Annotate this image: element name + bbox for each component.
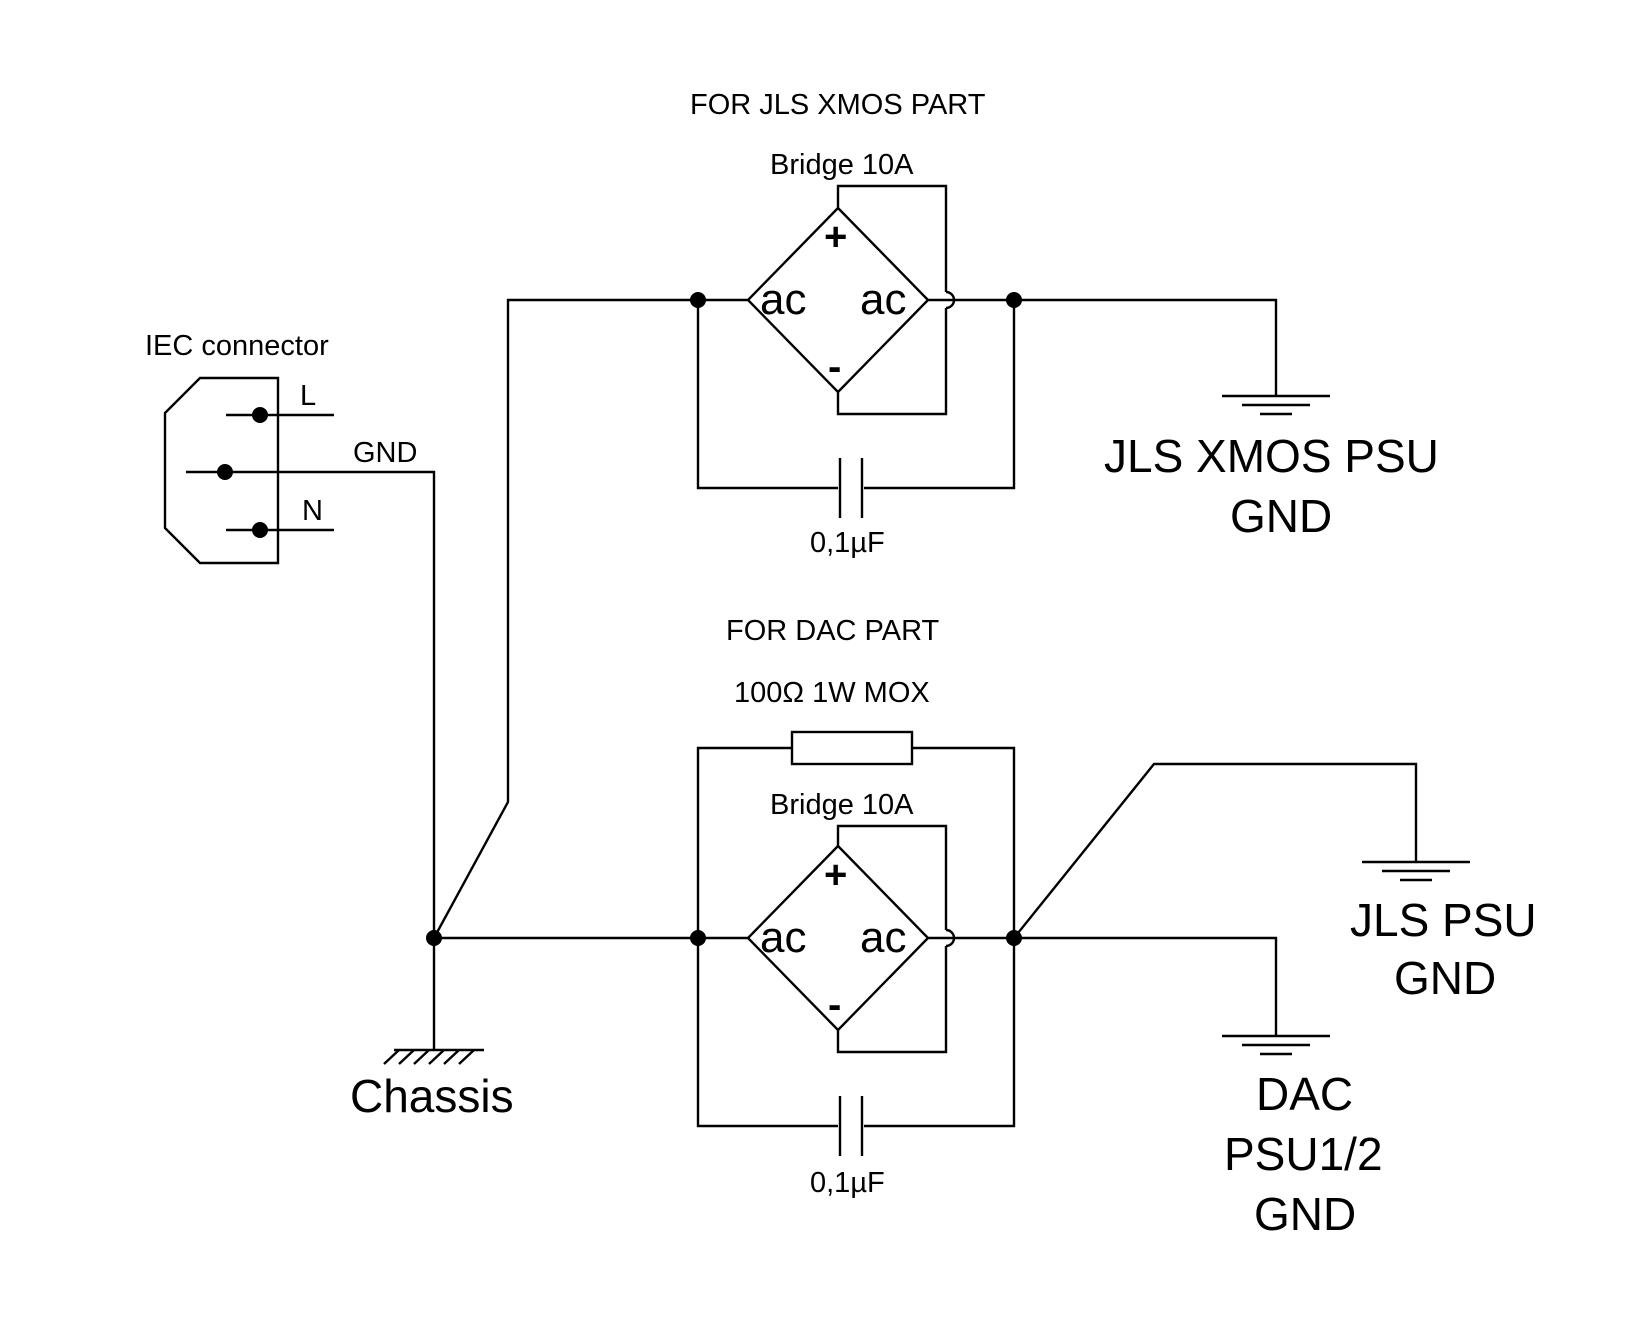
bridge-label-top: Bridge 10A — [770, 149, 914, 181]
bridge-bottom-plus: + — [824, 853, 847, 897]
chassis-node: Chassis — [350, 298, 698, 1122]
bridge-top-short-loop-lower — [836, 308, 948, 416]
bridge-bottom-ac-left: ac — [760, 913, 806, 962]
bridge-bottom-short-loop — [836, 824, 948, 930]
bridge-bottom-short-loop-lower — [836, 946, 948, 1054]
ground-symbol-jls — [1362, 860, 1470, 882]
iec-connector-title: IEC connector — [145, 330, 329, 362]
bridge-bottom-ac-right: ac — [860, 913, 906, 962]
jls-gnd-label-line2: GND — [1394, 952, 1496, 1004]
wire-to-jls-gnd — [1013, 762, 1418, 939]
bridge-top-ac-right: ac — [860, 275, 906, 324]
chassis-ground-symbol — [383, 1048, 484, 1065]
iec-pin-l-dot — [252, 407, 268, 423]
bridge-label-bottom: Bridge 10A — [770, 789, 914, 821]
section-dac: FOR DAC PART 100Ω 1W MOX Bridge 10A + - … — [690, 615, 1537, 1240]
iec-pin-n-label: N — [302, 495, 323, 527]
iec-connector: IEC connector L GND N — [145, 330, 436, 938]
resistor-100ohm — [790, 730, 914, 766]
dac-gnd-label-line1: DAC — [1256, 1068, 1353, 1120]
section-title-dac: FOR DAC PART — [726, 615, 940, 647]
capacitor-bottom-label: 0,1µF — [810, 1167, 885, 1199]
jls-gnd-label-line1: JLS PSU — [1350, 894, 1537, 946]
iec-pin-l-label: L — [300, 380, 316, 412]
dac-gnd-label-line2: PSU1/2 — [1224, 1128, 1383, 1180]
wire-chassis-to-top — [432, 298, 698, 939]
iec-pin-gnd-dot — [217, 464, 233, 480]
bridge-top-minus: - — [828, 345, 841, 389]
bridge-top-ac-left: ac — [760, 275, 806, 324]
iec-pin-gnd-wire — [186, 470, 436, 938]
wire-bottom-cap-left — [696, 938, 838, 1128]
ground-symbol-xmos — [1222, 394, 1330, 416]
bridge-top-plus: + — [824, 215, 847, 259]
iec-pin-gnd-label: GND — [353, 437, 417, 469]
iec-pin-n-dot — [252, 522, 268, 538]
wire-resistor-right — [912, 746, 1016, 938]
ground-symbol-dac — [1222, 1034, 1330, 1056]
wire-to-xmos-gnd — [1014, 298, 1278, 396]
resistor-label: 100Ω 1W MOX — [734, 677, 930, 709]
chassis-junction-dot — [426, 930, 442, 946]
wire-top-cap-right — [864, 300, 1016, 490]
xmos-gnd-label-line1: JLS XMOS PSU — [1104, 430, 1439, 482]
wire-top-cap-left — [696, 300, 838, 490]
dac-gnd-label-line3: GND — [1254, 1188, 1356, 1240]
iec-connector-body — [163, 376, 280, 565]
wire-bottom-cap-right — [864, 938, 1016, 1128]
xmos-gnd-label-line2: GND — [1230, 490, 1332, 542]
chassis-label: Chassis — [350, 1070, 514, 1122]
section-jls-xmos: FOR JLS XMOS PART Bridge 10A + - ac ac 0… — [690, 89, 1439, 559]
bridge-bottom-minus: - — [828, 983, 841, 1027]
capacitor-top-label: 0,1µF — [810, 527, 885, 559]
wire-to-dac-gnd — [1014, 936, 1278, 1036]
bridge-top-short-loop — [836, 184, 948, 292]
wire-resistor-left — [696, 746, 792, 938]
section-title-xmos: FOR JLS XMOS PART — [690, 89, 986, 121]
